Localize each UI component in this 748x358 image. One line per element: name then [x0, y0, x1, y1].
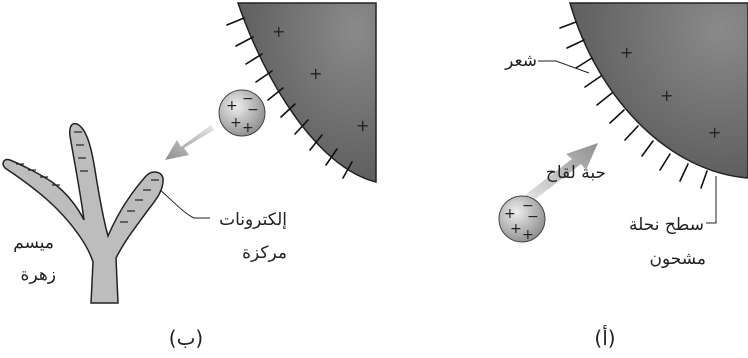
electrons-label: إلكترونات: [219, 210, 287, 230]
bee-surface-a: [570, 3, 748, 178]
flower-label: زهرة: [21, 265, 56, 285]
plus-sign: +: [504, 206, 516, 222]
pollen-grain-a: + − − + +: [499, 196, 545, 243]
pollen-grain-b: + − − + +: [219, 90, 265, 136]
plus-sign: +: [522, 227, 534, 243]
panel-a: + + + + − − + + شعر حبة لقاح سطح نحلة مش…: [499, 3, 748, 350]
plus-sign: +: [230, 115, 242, 131]
electrons-leader: [160, 190, 210, 218]
caption-a: (أ): [594, 325, 615, 350]
plus-sign: +: [510, 221, 522, 237]
plus-sign: +: [226, 98, 238, 114]
stigma-label: ميسم: [13, 233, 54, 253]
hair-label: شعر: [504, 51, 537, 71]
minus-sign: −: [527, 209, 539, 225]
bee-surface-b: [238, 3, 376, 182]
caption-b: (ب): [169, 326, 203, 350]
bee-surface-leader: [706, 176, 716, 223]
charged-label: مشحون: [649, 249, 706, 269]
plus-sign: +: [272, 22, 285, 41]
arrow-b: [165, 125, 214, 160]
pollen-grain-label: حبة لقاح: [546, 163, 606, 183]
hair-leader: [538, 61, 589, 73]
panel-b: + + + + − − + +: [3, 3, 376, 350]
plus-sign: +: [309, 64, 322, 83]
minus-sign: −: [247, 102, 259, 118]
plus-sign: +: [620, 43, 633, 62]
concentrated-label: مركزة: [242, 243, 287, 263]
bee-surface-label: سطح نحلة: [629, 215, 704, 235]
plus-sign: +: [708, 123, 721, 142]
plus-sign: +: [660, 86, 673, 105]
plus-sign: +: [356, 116, 369, 135]
plus-sign: +: [242, 120, 254, 136]
